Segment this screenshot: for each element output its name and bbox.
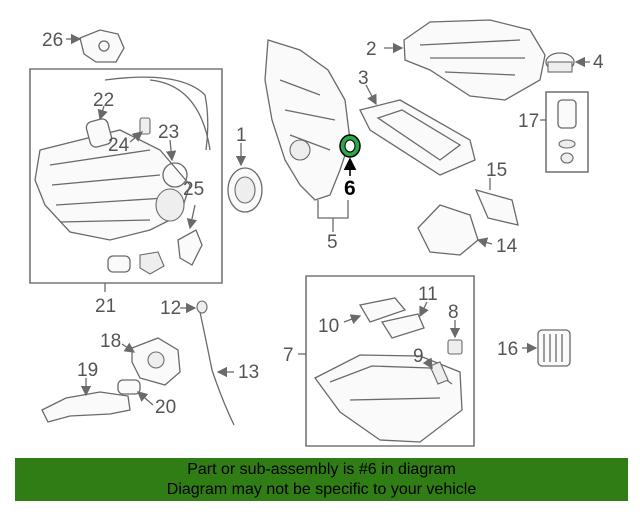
part-6-crankshaft-seal: 6	[339, 134, 361, 200]
callout-4: 4	[593, 52, 604, 73]
part-16-oil-filter: 16	[497, 329, 571, 367]
banner-line-2: Diagram may not be specific to your vehi…	[166, 481, 477, 498]
callout-8: 8	[448, 302, 459, 323]
callout-26: 26	[42, 30, 63, 51]
callout-5: 5	[327, 232, 338, 253]
info-banner: Part or sub-assembly is #6 in diagram Di…	[15, 458, 628, 501]
callout-1: 1	[236, 125, 247, 146]
callout-25: 25	[183, 179, 204, 200]
part-22-gasket: 22	[85, 90, 114, 148]
part-14-bracket: 14	[417, 204, 518, 257]
part-12-dipstick-tube: 12	[160, 298, 235, 426]
callout-6: 6	[344, 177, 356, 200]
part-24-sensor: 24	[108, 117, 151, 156]
callout-9: 9	[413, 346, 424, 367]
callout-11: 11	[418, 284, 438, 305]
callout-24: 24	[108, 135, 130, 156]
part-23-o-ring: 23	[158, 122, 188, 188]
part-13-dipstick: 13	[216, 362, 259, 383]
part-10-gasket: 10	[318, 297, 407, 337]
part-15-gasket: 15	[474, 160, 519, 226]
part-4-oil-cap: 4	[545, 52, 604, 73]
part-20-gasket: 20	[117, 379, 176, 418]
callout-7: 7	[283, 345, 294, 366]
callout-14: 14	[496, 236, 518, 257]
callout-23: 23	[158, 122, 179, 143]
part-18-pump: 18	[100, 331, 181, 386]
callout-13: 13	[238, 362, 259, 383]
part-8-bolt: 8	[447, 302, 463, 355]
part-1-crankshaft-pulley: 1	[227, 125, 263, 213]
intake-manifold-group-box: 21	[29, 68, 223, 317]
callout-3: 3	[358, 68, 369, 89]
part-17-group-box: 17	[518, 91, 589, 173]
callout-22: 22	[93, 90, 114, 111]
callout-16: 16	[497, 339, 518, 360]
banner-line-1: Part or sub-assembly is #6 in diagram	[187, 461, 456, 478]
callout-2: 2	[366, 39, 377, 60]
callout-12: 12	[160, 298, 181, 319]
part-25-valve: 25	[177, 179, 204, 266]
oil-pan-group-box: 7	[283, 275, 475, 447]
callout-18: 18	[100, 331, 121, 352]
callout-10: 10	[318, 316, 339, 337]
part-2-valve-cover: 2	[366, 19, 546, 101]
part-3-valve-cover-gasket: 3	[358, 68, 476, 176]
callout-21: 21	[95, 296, 116, 317]
part-11-baffle: 11	[380, 284, 438, 339]
part-5-timing-cover: 5	[264, 39, 351, 253]
callout-17: 17	[518, 111, 539, 132]
part-19-bracket: 19	[41, 360, 131, 423]
part-21-gaskets-small	[107, 251, 165, 275]
callout-20: 20	[155, 397, 176, 418]
callout-15: 15	[486, 160, 507, 181]
part-9-plug: 9	[413, 346, 449, 385]
callout-19: 19	[77, 360, 98, 381]
part-21-intake-manifold	[34, 76, 211, 241]
part-26-bracket: 26	[42, 29, 125, 63]
